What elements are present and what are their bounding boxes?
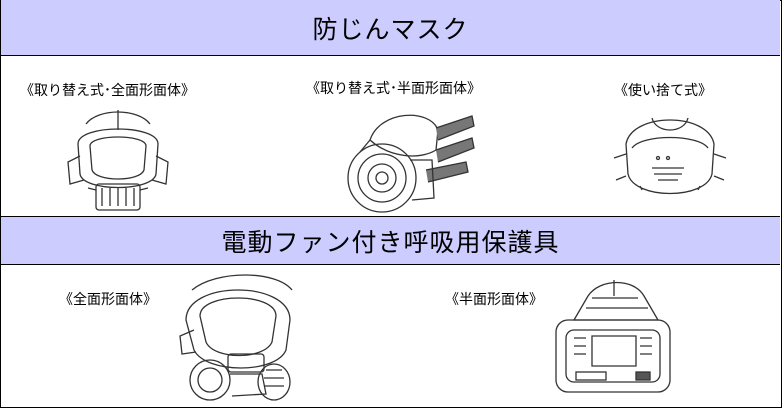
section-header-dust-mask: 防じんマスク (1, 0, 780, 56)
caption-replaceable-full-face: 《取り替え式･全面形面体》 (20, 83, 195, 99)
full-face-mask-icon (58, 104, 178, 216)
section-title: 電動ファン付き呼吸用保護具 (221, 227, 560, 257)
section-header-powered-respirator: 電動ファン付き呼吸用保護具 (1, 216, 780, 265)
caption-disposable: 《使い捨て式》 (614, 83, 712, 99)
caption-full-face: 《全面形面体》 (59, 292, 157, 308)
disposable-mask-icon (612, 104, 728, 212)
powered-full-face-respirator-icon (176, 270, 300, 404)
section-title: 防じんマスク (312, 14, 469, 44)
caption-replaceable-half-face: 《取り替え式･半面形面体》 (306, 81, 481, 97)
caption-half-face: 《半面形面体》 (445, 292, 543, 308)
half-face-mask-icon (340, 100, 480, 218)
powered-half-face-respirator-icon (552, 276, 678, 400)
